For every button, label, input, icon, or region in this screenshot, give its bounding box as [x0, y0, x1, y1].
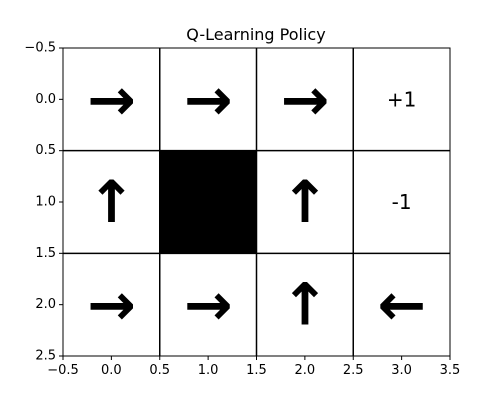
x-tick-label: −0.5	[47, 363, 79, 378]
terminal-reward-label: +1	[387, 87, 416, 111]
x-axis: −0.5 0.0 0.5 1.0 1.5 2.0 2.5 3.0 3.5	[47, 356, 460, 378]
arrow-up-icon: ↑	[281, 168, 330, 236]
y-tick-label: 2.0	[35, 297, 56, 312]
arrow-left-icon: ←	[377, 271, 426, 339]
y-tick-label: −0.5	[24, 41, 56, 56]
wall-cell	[159, 150, 257, 254]
y-tick-label: 2.5	[35, 349, 56, 364]
chart-title: Q-Learning Policy	[186, 25, 325, 44]
grid-cells: → → → +1 ↑ ↑ -1 → → ↑ ←	[87, 65, 426, 338]
arrow-up-icon: ↑	[87, 168, 136, 236]
y-tick-label: 1.0	[35, 195, 56, 210]
arrow-right-icon: →	[184, 271, 233, 339]
arrow-right-icon: →	[87, 65, 136, 133]
terminal-reward-label: -1	[392, 190, 412, 214]
x-tick-label: 2.0	[295, 363, 316, 378]
arrow-right-icon: →	[281, 65, 330, 133]
x-tick-label: 3.5	[440, 363, 461, 378]
x-tick-label: 3.0	[391, 363, 412, 378]
x-tick-label: 0.5	[149, 363, 170, 378]
arrow-right-icon: →	[87, 271, 136, 339]
x-tick-label: 1.0	[198, 363, 219, 378]
x-tick-label: 2.5	[343, 363, 364, 378]
y-axis: −0.5 0.0 0.5 1.0 1.5 2.0 2.5	[24, 41, 63, 364]
y-tick-label: 0.0	[35, 92, 56, 107]
arrow-up-icon: ↑	[281, 271, 330, 339]
arrow-right-icon: →	[184, 65, 233, 133]
grid-lines	[63, 48, 450, 356]
x-tick-label: 1.5	[246, 363, 267, 378]
y-tick-label: 1.5	[35, 246, 56, 261]
y-tick-label: 0.5	[35, 143, 56, 158]
x-tick-label: 0.0	[101, 363, 122, 378]
